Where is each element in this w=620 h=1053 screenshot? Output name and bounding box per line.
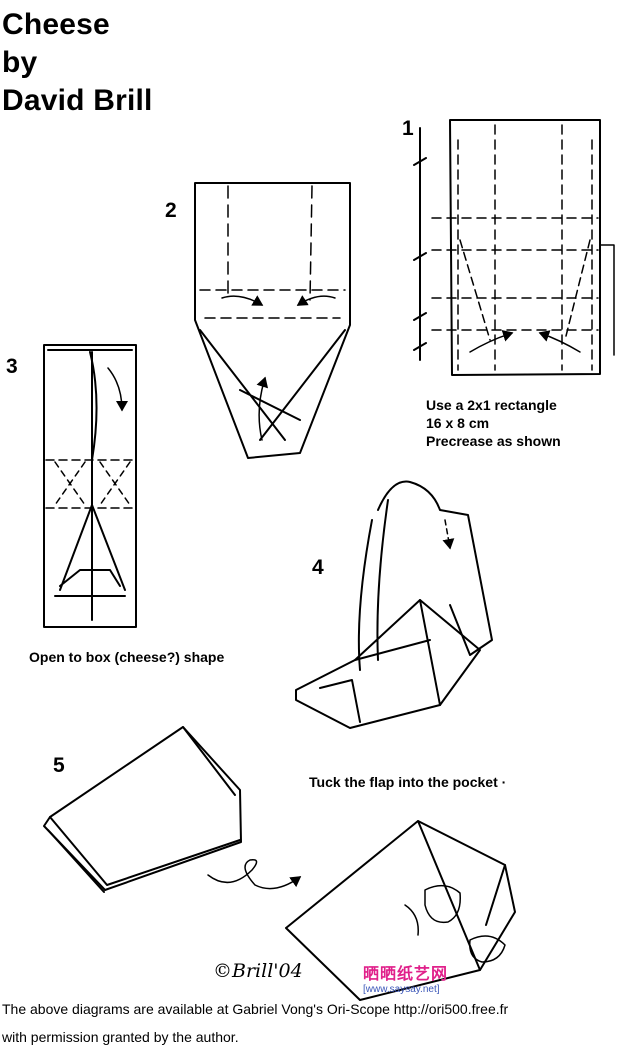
step-number-5: 5	[53, 754, 65, 777]
step4-pocket-arrow	[442, 519, 455, 550]
step2-arrow-in-right	[296, 295, 336, 306]
artist-signature: ©Brill'04	[213, 960, 303, 982]
step1-crease-vertical	[457, 124, 593, 371]
watermark-logo: 晒晒纸艺网	[363, 966, 449, 983]
diagram-title: Cheese by David Brill	[2, 6, 153, 120]
step4-caption: Tuck the flap into the pocket ·	[309, 774, 507, 790]
step5-wedge	[43, 726, 242, 891]
step2-triangle-flaps	[199, 329, 346, 441]
step3-caption: Open to box (cheese?) shape	[29, 649, 225, 665]
step5-transform-arrow	[207, 858, 302, 890]
title-line-3: David Brill	[2, 84, 153, 117]
step4-box-base	[295, 599, 481, 729]
step2-arrow-in-left	[221, 295, 264, 306]
footer-line-2: with permission granted by the author.	[2, 1029, 239, 1045]
step5-wedge-front	[49, 726, 241, 886]
watermark-url: [www.saysay.net]	[363, 984, 440, 995]
step4-tall-flap	[377, 480, 493, 656]
step3-drawing	[43, 344, 137, 628]
step1-caption-line-2: 16 x 8 cm	[426, 415, 490, 431]
step2-vertical-creases	[227, 185, 313, 301]
step-number-1: 1	[402, 117, 414, 140]
title-line-1: Cheese	[2, 8, 110, 41]
step1-caption-line-1: Use a 2x1 rectangle	[426, 397, 557, 413]
step3-center-line	[89, 351, 98, 621]
step-number-4: 4	[312, 556, 324, 579]
step1-fold-arrow-right	[538, 330, 581, 353]
step2-drawing	[194, 182, 351, 459]
step1-fold-arrow-left	[469, 330, 514, 353]
step1-caption: Use a 2x1 rectangle 16 x 8 cm Precrease …	[426, 396, 561, 450]
step5-wedge-base	[47, 829, 105, 893]
step3-cross-creases	[54, 461, 131, 506]
step-number-2: 2	[165, 199, 177, 222]
step5-drawing	[43, 726, 516, 1001]
step3-down-arrow	[107, 367, 128, 412]
footer-line-1: The above diagrams are available at Gabr…	[2, 1001, 509, 1017]
step1-paper-outline	[449, 119, 601, 376]
step4-drawing	[295, 480, 493, 729]
step2-arrow-up	[256, 376, 269, 441]
step1-crease-horizontal	[431, 217, 599, 331]
step2-outline	[194, 182, 351, 459]
step4-box-inner	[319, 599, 441, 723]
step1-caption-line-3: Precrease as shown	[426, 433, 561, 449]
title-line-2: by	[2, 46, 38, 79]
step1-right-flap	[599, 244, 615, 356]
step3-outline	[43, 344, 137, 628]
step-number-3: 3	[6, 355, 18, 378]
step3-bottom-lines	[54, 504, 126, 597]
step2-horizontal-creases	[199, 289, 346, 319]
step5-cheese-holes	[404, 884, 506, 963]
step3-horizontal-creases	[45, 459, 135, 509]
step1-left-edge-marks	[413, 127, 427, 361]
step1-diagonal-creases	[459, 239, 591, 341]
step1-drawing	[413, 119, 615, 376]
step4-flap-arc	[357, 499, 389, 671]
